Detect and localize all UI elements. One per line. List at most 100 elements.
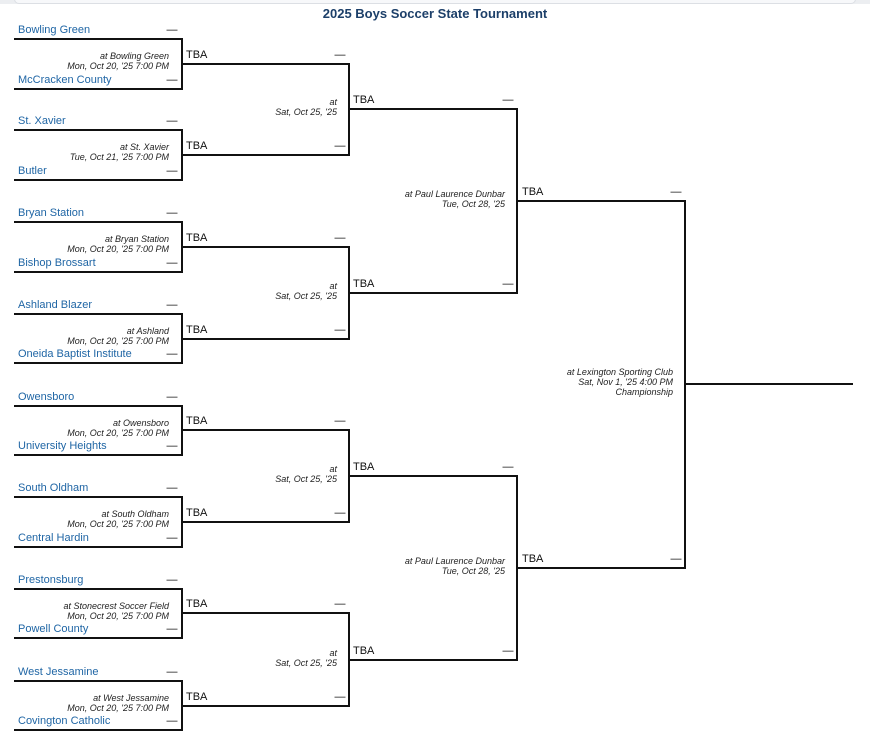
score-cell: —	[502, 94, 514, 106]
advance-line	[181, 338, 350, 340]
team-line	[14, 362, 183, 364]
date-text: Tue, Oct 28, '25	[441, 199, 505, 209]
team-link[interactable]: St. Xavier	[18, 115, 66, 127]
team-line	[14, 454, 183, 456]
team-link[interactable]: Prestonsburg	[18, 574, 84, 586]
score-cell: —	[166, 391, 178, 403]
venue-text: at	[329, 97, 337, 107]
advance-line	[181, 612, 350, 614]
score-cell: —	[166, 715, 178, 727]
team-line	[14, 221, 183, 223]
team-line	[14, 313, 183, 315]
team-line	[14, 38, 183, 40]
score-cell: —	[502, 461, 514, 473]
date-text: Mon, Oct 20, '25 7:00 PM	[67, 428, 169, 438]
date-text: Mon, Oct 20, '25 7:00 PM	[67, 519, 169, 529]
date-text: Sat, Oct 25, '25	[275, 658, 337, 668]
score-cell: —	[166, 257, 178, 269]
venue-text: at	[329, 648, 337, 658]
team-link[interactable]: Bryan Station	[18, 207, 85, 219]
team-line	[14, 496, 183, 498]
advance-line	[181, 521, 350, 523]
team-link[interactable]: South Oldham	[18, 482, 89, 494]
tba-slot: TBA	[353, 94, 375, 106]
team-link[interactable]: University Heights	[18, 440, 107, 452]
venue-text: at Paul Laurence Dunbar	[404, 189, 505, 199]
score-cell: —	[166, 482, 178, 494]
team-link[interactable]: Covington Catholic	[18, 715, 111, 727]
venue-text: at West Jessamine	[93, 693, 169, 703]
score-cell: —	[166, 440, 178, 452]
score-cell: —	[166, 623, 178, 635]
venue-text: at St. Xavier	[119, 142, 169, 152]
team-line	[14, 729, 183, 731]
date-text: Sat, Oct 25, '25	[275, 107, 337, 117]
score-cell: —	[334, 598, 346, 610]
team-link[interactable]: Owensboro	[18, 391, 75, 403]
team-line	[14, 588, 183, 590]
venue-text: at	[329, 281, 337, 291]
tba-slot: TBA	[186, 140, 208, 152]
team-line	[14, 129, 183, 131]
score-cell: —	[670, 553, 682, 565]
score-cell: —	[334, 232, 346, 244]
team-link[interactable]: Butler	[18, 165, 47, 177]
date-text: Mon, Oct 20, '25 7:00 PM	[67, 611, 169, 621]
advance-line	[181, 154, 350, 156]
score-cell: —	[166, 574, 178, 586]
date-text: Sat, Nov 1, '25 4:00 PM	[578, 377, 673, 387]
venue-text: at Bowling Green	[99, 51, 169, 61]
score-cell: —	[502, 278, 514, 290]
team-line	[14, 88, 183, 90]
date-text: Mon, Oct 20, '25 7:00 PM	[67, 244, 169, 254]
score-cell: —	[166, 348, 178, 360]
tba-slot: TBA	[186, 415, 208, 427]
score-cell: —	[166, 299, 178, 311]
team-link[interactable]: Bishop Brossart	[18, 257, 96, 269]
team-line	[14, 271, 183, 273]
tba-slot: TBA	[186, 598, 208, 610]
team-link[interactable]: Central Hardin	[18, 532, 89, 544]
date-text: Mon, Oct 20, '25 7:00 PM	[67, 61, 169, 71]
tba-slot: TBA	[353, 645, 375, 657]
tba-slot: TBA	[353, 461, 375, 473]
venue-text: at Ashland	[126, 326, 169, 336]
team-line	[14, 546, 183, 548]
venue-text: at Lexington Sporting Club	[566, 367, 673, 377]
score-cell: —	[334, 140, 346, 152]
date-text: Mon, Oct 20, '25 7:00 PM	[67, 336, 169, 346]
score-cell: —	[166, 115, 178, 127]
tba-slot: TBA	[186, 507, 208, 519]
team-link[interactable]: Oneida Baptist Institute	[18, 348, 132, 360]
advance-line	[516, 200, 686, 202]
tba-slot: TBA	[186, 49, 208, 61]
venue-text: at Paul Laurence Dunbar	[404, 556, 505, 566]
tba-slot: TBA	[522, 553, 544, 565]
score-cell: —	[166, 24, 178, 36]
date-text: Tue, Oct 28, '25	[441, 566, 505, 576]
team-line	[14, 680, 183, 682]
venue-text: at	[329, 464, 337, 474]
team-line	[14, 637, 183, 639]
team-link[interactable]: Powell County	[18, 623, 89, 635]
venue-text: at Owensboro	[112, 418, 169, 428]
date-text: Mon, Oct 20, '25 7:00 PM	[67, 703, 169, 713]
champion-line	[684, 383, 853, 385]
team-link[interactable]: Ashland Blazer	[18, 299, 92, 311]
venue-text: at Stonecrest Soccer Field	[63, 601, 169, 611]
team-link[interactable]: Bowling Green	[18, 24, 91, 36]
team-link[interactable]: McCracken County	[18, 74, 112, 86]
team-link[interactable]: West Jessamine	[18, 666, 99, 678]
page-title: 2025 Boys Soccer State Tournament	[322, 6, 548, 21]
